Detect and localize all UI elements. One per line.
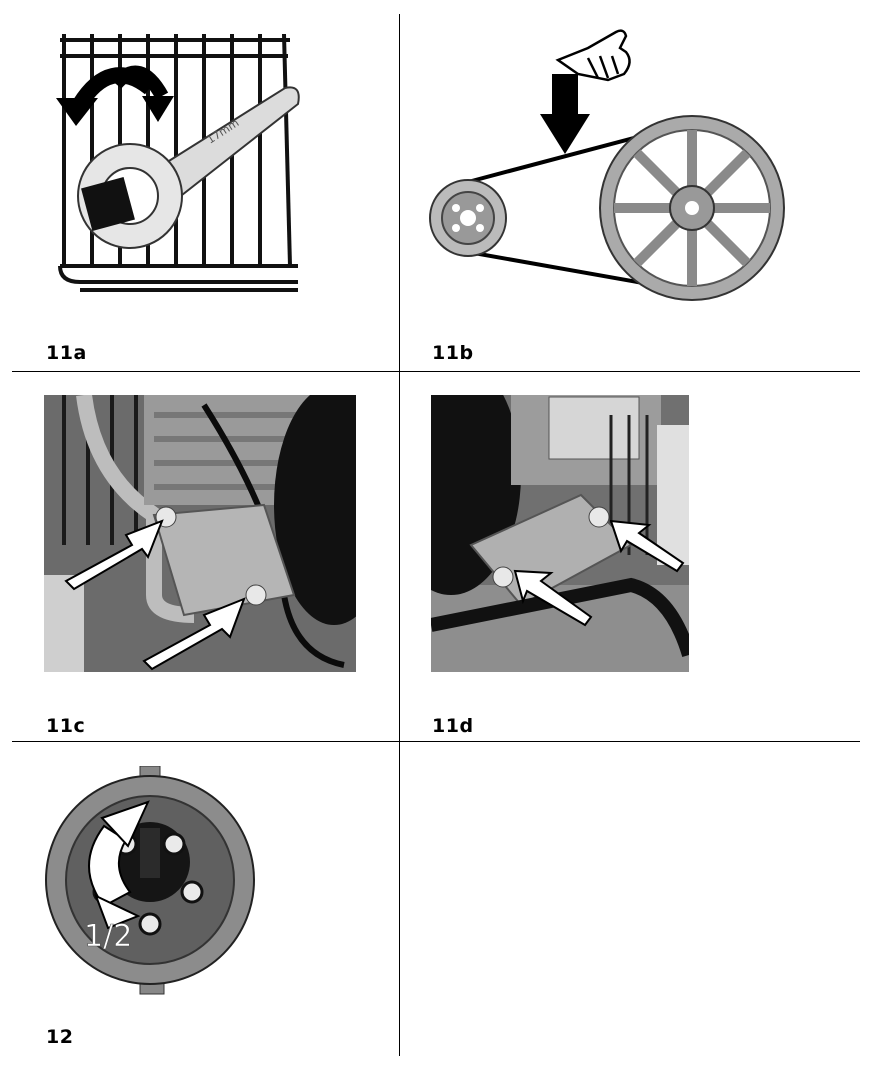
bolt-arrow-icon [64,519,164,591]
figure-label-11d: 11d [432,715,474,737]
figure-11c-motor-bolts-photo [44,395,356,672]
figure-label-12: 12 [46,1026,74,1048]
bolt-arrow-icon [142,597,246,671]
bolt-arrow-icon [513,569,593,627]
figure-11d-motor-bolts-photo [431,395,689,672]
press-down-arrow-icon [540,74,590,154]
figure-label-11b: 11b [432,342,474,364]
vertical-divider [399,14,400,1056]
row-divider-2 [12,741,860,742]
figure-11a-wrench-on-grille: 17mm [50,26,302,296]
fraction-text: 1/2 [84,919,132,954]
row-divider-1 [12,371,860,372]
half-turn-arrow-icon [88,800,150,930]
bolt-arrow-icon [609,519,685,573]
hand-press-icon [555,29,631,82]
figure-label-11c: 11c [46,715,86,737]
rotation-arrow-icon [56,65,174,126]
figure-12-plug-socket-photo: 1/2 [44,766,256,996]
figure-label-11a: 11a [46,342,87,364]
figure-11b-belt-tension [428,22,788,307]
